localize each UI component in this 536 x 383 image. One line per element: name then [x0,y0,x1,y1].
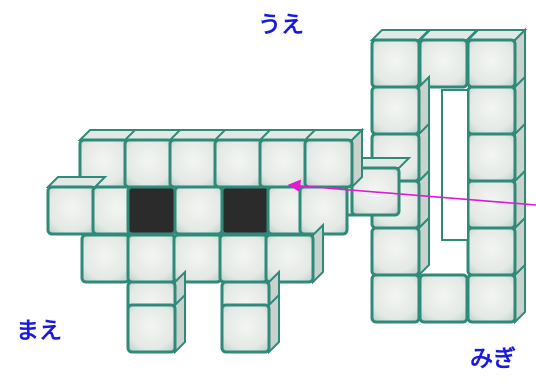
cube-front-face [420,275,467,322]
cube-front-face [266,235,313,282]
cube-front-face [468,275,515,322]
tower-cube [372,218,429,275]
cube-front-face [468,181,515,228]
cube-front-face [82,235,129,282]
tower-cube [468,265,525,322]
cube-front-face [220,235,267,282]
tower-cube [468,77,525,134]
body-middle-cube [222,187,269,234]
body-middle-cube [175,187,222,234]
body-lower-cube [220,235,267,282]
body-middle-cube [128,187,175,234]
cube-front-face [128,235,175,282]
cube-front-face [372,228,419,275]
cube-front-face [260,140,307,187]
body-lower-cube [128,235,175,282]
tower-opening [442,90,468,240]
blocks-layer [48,30,525,352]
window-cube-face [128,187,175,234]
cube-front-face [125,140,172,187]
tower-cube [372,275,419,322]
cube-front-face [468,40,515,87]
body-lower-cube [266,225,323,282]
label-top: うえ [258,14,304,37]
tower-cube [372,77,429,134]
cube-front-face [170,140,217,187]
leg-cube [128,295,185,352]
label-right: みぎ [470,348,516,371]
cube-front-face [48,187,95,234]
tower-cube [468,124,525,181]
cube-front-face [222,305,269,352]
body-top-cube [305,130,362,187]
body-lower-cube [82,235,129,282]
tower-cube [468,30,525,87]
cube-front-face [468,134,515,181]
cube-front-face [305,140,352,187]
cube-front-face [128,305,175,352]
tower-cube [420,275,467,322]
tower-cube [468,218,525,275]
cube-front-face [175,187,222,234]
cube-front-face [215,140,262,187]
cube-front-face [468,87,515,134]
cube-front-face [372,87,419,134]
cube-front-face [372,40,419,87]
cube-front-face [372,275,419,322]
label-front: まえ [16,320,62,343]
cube-front-face [468,228,515,275]
window-cube-face [222,187,269,234]
leg-cube [222,295,279,352]
